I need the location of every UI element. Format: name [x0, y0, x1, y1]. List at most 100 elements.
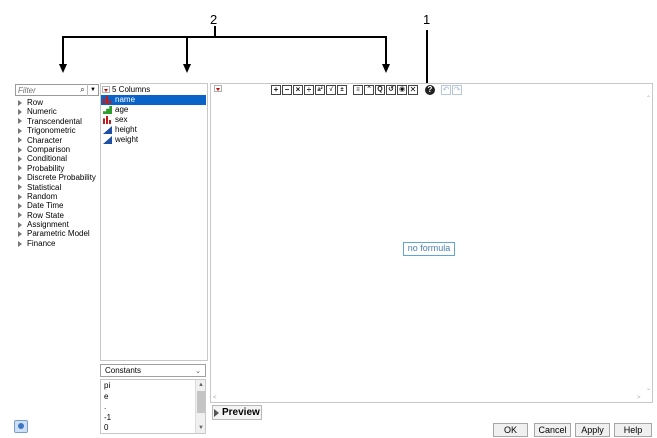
- expand-triangle-icon: [18, 127, 22, 134]
- undo-icon[interactable]: ↶: [441, 85, 451, 95]
- column-item-name[interactable]: name: [101, 95, 206, 105]
- help-icon[interactable]: ?: [425, 85, 435, 95]
- root-icon[interactable]: √: [326, 85, 336, 95]
- delete-icon[interactable]: ✕: [408, 85, 418, 95]
- scroll-left-icon[interactable]: <: [213, 395, 217, 401]
- filter-input[interactable]: [16, 85, 78, 95]
- expand-triangle-icon: [18, 165, 22, 172]
- preview-toggle[interactable]: Preview: [212, 405, 262, 420]
- expand-triangle-icon: [18, 156, 22, 163]
- column-item-weight[interactable]: weight: [101, 135, 206, 145]
- constant-item[interactable]: e: [104, 391, 109, 401]
- expand-triangle-icon: [18, 212, 22, 219]
- function-category-label: Date Time: [27, 201, 64, 211]
- search-icon[interactable]: ⌕: [80, 85, 85, 94]
- continuous-icon: [103, 136, 112, 144]
- function-category-label: Parametric Model: [27, 229, 90, 239]
- scroll-down-icon[interactable]: ▼: [198, 425, 204, 431]
- apply-button[interactable]: Apply: [575, 423, 610, 437]
- function-category[interactable]: Row State: [18, 211, 96, 220]
- scroll-up-icon[interactable]: ▲: [198, 382, 204, 388]
- editor-vertical-scrollbar[interactable]: ⌃ ⌄: [645, 95, 653, 395]
- expand-triangle-icon: [18, 193, 22, 200]
- callout-2-arrow-right: [382, 64, 390, 73]
- function-category[interactable]: Character: [18, 136, 96, 145]
- scroll-thumb[interactable]: [197, 391, 205, 413]
- insert-icon[interactable]: ⌃: [364, 85, 374, 95]
- help-button[interactable]: Help: [614, 423, 652, 437]
- function-category[interactable]: Discrete Probability: [18, 173, 96, 182]
- redo-icon[interactable]: ↷: [452, 85, 462, 95]
- columns-header: 5 Columns: [102, 85, 150, 94]
- expand-triangle-icon: [18, 221, 22, 228]
- power-icon[interactable]: a²: [315, 85, 325, 95]
- function-category[interactable]: Random: [18, 192, 96, 201]
- function-category[interactable]: Probability: [18, 164, 96, 173]
- chevron-down-icon: ▼: [90, 87, 96, 93]
- disclosure-triangle-icon: [214, 408, 219, 417]
- minus-icon[interactable]: −: [282, 85, 292, 95]
- divide-icon[interactable]: ÷: [304, 85, 314, 95]
- negate-icon[interactable]: ±: [337, 85, 347, 95]
- constants-select[interactable]: Constants ⌄: [100, 364, 206, 377]
- expand-triangle-icon: [18, 109, 22, 116]
- no-formula-placeholder[interactable]: no formula: [403, 242, 455, 256]
- function-category[interactable]: Transcendental: [18, 117, 96, 126]
- function-category[interactable]: Statistical: [18, 183, 96, 192]
- function-category[interactable]: Trigonometric: [18, 126, 96, 135]
- function-category[interactable]: Comparison: [18, 145, 96, 154]
- function-category-label: Trigonometric: [27, 126, 76, 136]
- columns-panel: [100, 83, 208, 361]
- callout-label-2: 2: [210, 12, 218, 27]
- function-category[interactable]: Assignment: [18, 220, 96, 229]
- callout-2-arrow-mid: [183, 64, 191, 73]
- editor-horizontal-scrollbar[interactable]: < >: [212, 395, 652, 403]
- constant-item[interactable]: -1: [104, 412, 112, 422]
- constant-item[interactable]: 0: [104, 423, 109, 432]
- function-category-label: Row State: [27, 210, 64, 220]
- filter-dropdown-button[interactable]: ▼: [87, 84, 98, 96]
- plus-icon[interactable]: +: [271, 85, 281, 95]
- scroll-right-icon[interactable]: >: [637, 395, 641, 401]
- column-item-sex[interactable]: sex: [101, 115, 206, 125]
- expand-triangle-icon: [18, 240, 22, 247]
- ordinal-icon: [103, 106, 112, 114]
- continuous-icon: [103, 126, 112, 134]
- function-category[interactable]: Finance: [18, 239, 96, 248]
- constants-select-value: Constants: [105, 366, 142, 375]
- column-item-age[interactable]: age: [101, 105, 206, 115]
- function-category-label: Transcendental: [27, 116, 82, 126]
- function-category[interactable]: Parametric Model: [18, 229, 96, 238]
- expand-triangle-icon: [18, 118, 22, 125]
- callout-2-stem: [214, 26, 216, 37]
- drop-icon[interactable]: ◉: [397, 85, 407, 95]
- expand-icon[interactable]: ≡: [353, 85, 363, 95]
- copy-icon[interactable]: ↺: [386, 85, 396, 95]
- expand-triangle-icon: [18, 202, 22, 209]
- constant-item[interactable]: .: [104, 402, 107, 411]
- red-triangle-menu-icon[interactable]: [102, 86, 110, 93]
- nominal-icon: [103, 96, 112, 104]
- function-category[interactable]: Row: [18, 98, 96, 107]
- function-category-label: Probability: [27, 163, 65, 173]
- function-category[interactable]: Conditional: [18, 154, 96, 163]
- chevron-down-icon: ⌄: [195, 367, 201, 375]
- parenthesis-icon[interactable]: Q: [375, 85, 385, 95]
- scroll-down-icon[interactable]: ⌄: [646, 386, 652, 392]
- cancel-button[interactable]: Cancel: [534, 423, 571, 437]
- column-label: height: [115, 125, 137, 134]
- editor-red-triangle-menu-icon[interactable]: [214, 85, 222, 92]
- multiply-icon[interactable]: ×: [293, 85, 303, 95]
- column-item-height[interactable]: height: [101, 125, 206, 135]
- function-category[interactable]: Numeric: [18, 107, 96, 116]
- function-filter: ⌕ ▼: [15, 84, 99, 96]
- constants-scrollbar[interactable]: ▲ ▼: [195, 380, 205, 433]
- function-category-label: Numeric: [27, 107, 57, 117]
- scroll-up-icon[interactable]: ⌃: [646, 96, 652, 102]
- function-category[interactable]: Date Time: [18, 201, 96, 210]
- column-label: weight: [115, 135, 139, 144]
- status-bar-icon[interactable]: [14, 420, 28, 433]
- ok-button[interactable]: OK: [493, 423, 528, 437]
- expand-triangle-icon: [18, 137, 22, 144]
- constant-item[interactable]: pi: [104, 381, 111, 390]
